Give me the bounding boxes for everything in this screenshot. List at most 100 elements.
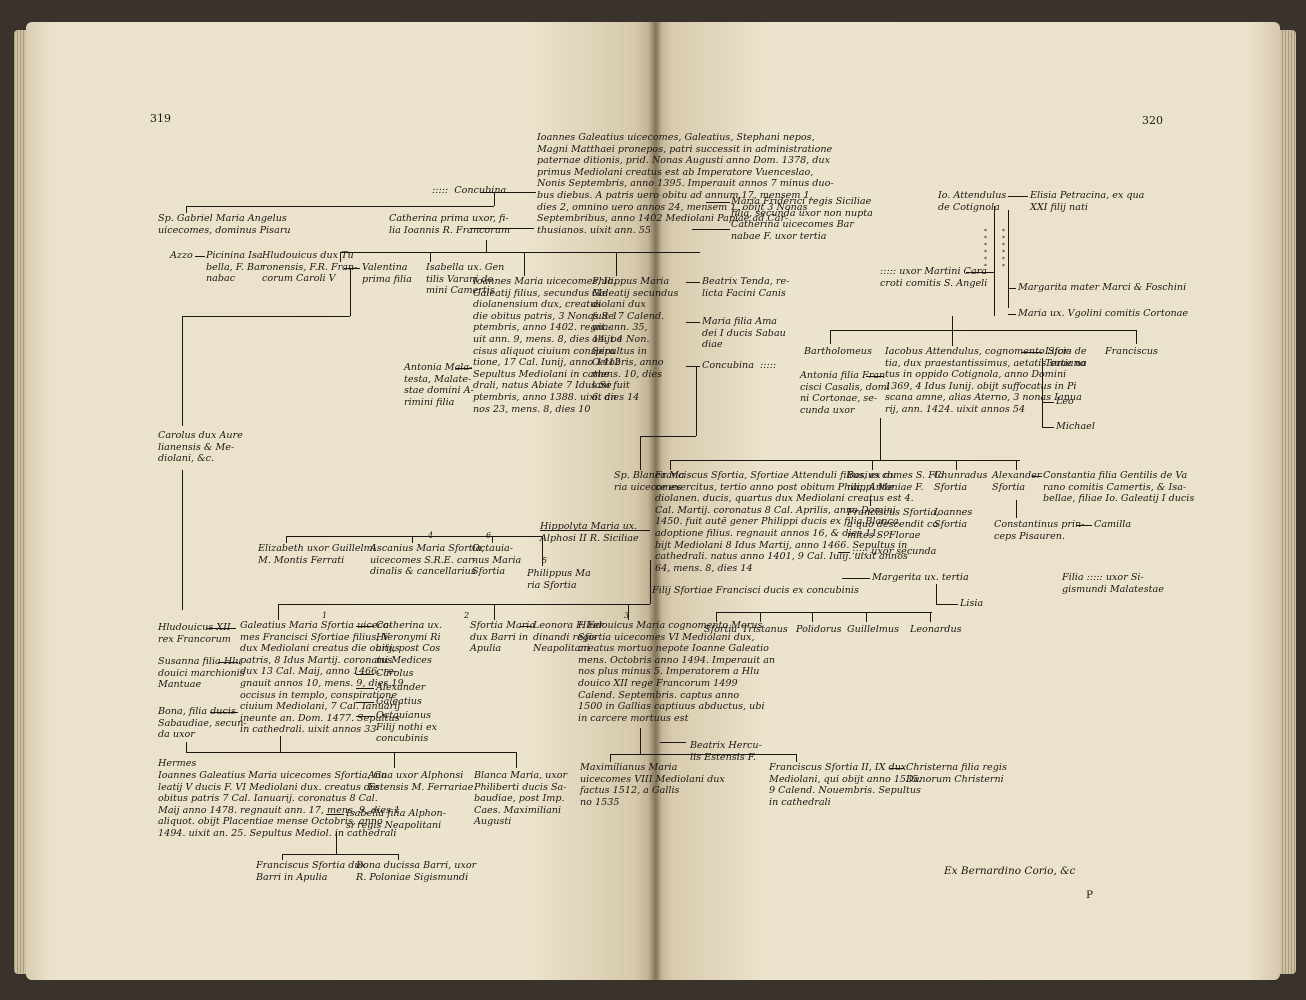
- line: [952, 316, 953, 346]
- line: [650, 560, 651, 604]
- line: [1008, 288, 1016, 289]
- entry-bartholomeus: Bartholomeus: [804, 346, 872, 357]
- line: [412, 536, 413, 543]
- line: [394, 752, 395, 768]
- entry-hludouicus-turonensis: Hludouicus dux Tu ronensis, F.R. Fran- c…: [262, 250, 358, 285]
- line: [880, 418, 881, 460]
- entry-anna: Anna uxor Alphonsi Estensis M. Ferrariae: [368, 770, 474, 793]
- entry-leo: Leo: [1056, 396, 1074, 407]
- line: [182, 316, 350, 317]
- line: [1042, 402, 1054, 403]
- line: [218, 662, 238, 663]
- page-number-left: 319: [150, 112, 171, 125]
- entry-azzo: Azzo: [170, 250, 193, 261]
- entry-gabriel: Sp. Gabriel Maria Angelus uicecomes, dom…: [158, 213, 291, 236]
- entry-constantinus: Constantinus prin- ceps Pisauren.: [994, 519, 1085, 542]
- entry-hippolyta: Hippolyta Maria ux. Alphosi II R. Sicili…: [540, 521, 639, 544]
- line: [1076, 525, 1092, 526]
- line: [398, 854, 399, 860]
- line: [186, 752, 516, 753]
- entry-bosius: Bosius comes S. Flo rac, Antoniae F.: [847, 470, 944, 493]
- line: [870, 496, 871, 506]
- line: [628, 604, 629, 620]
- line: [830, 330, 1136, 331]
- line: [356, 674, 374, 675]
- entry-octavianus-nothi: Octauianus Filij nothi ex concubinis: [376, 710, 438, 745]
- entry-beatrix-tenda: Beatrix Tenda, re- licta Facini Canis: [702, 276, 790, 299]
- line: [186, 206, 494, 207]
- line: [182, 470, 183, 610]
- entry-concubina-right: Concubina :::::: [702, 360, 777, 371]
- line: [660, 742, 686, 743]
- line: [186, 206, 187, 213]
- line: [182, 316, 183, 426]
- stars-left: * * * * * *: [984, 228, 987, 270]
- line: [336, 832, 337, 854]
- entry-filij-sfortiae: Filij Sfortiae Francisci ducis ex concub…: [652, 585, 859, 596]
- entry-constantia: Constantia filia Gentilis de Va rano com…: [1043, 470, 1195, 505]
- son-tristanus: Tristanus: [742, 624, 788, 635]
- entry-uxor-secunda: ::::: uxor secunda: [852, 546, 937, 557]
- line: [1042, 358, 1043, 428]
- entry-alexander: Alexander: [376, 682, 426, 693]
- source-note: Ex Bernardino Corio, &c: [944, 865, 1076, 877]
- line: [1008, 196, 1028, 197]
- entry-franciscus-r: Franciscus: [1105, 346, 1158, 357]
- line: [470, 228, 534, 229]
- line: [686, 366, 700, 367]
- line: [350, 268, 351, 316]
- line: [195, 256, 205, 257]
- line: [186, 742, 187, 752]
- entry-franciscus-sfortia-barri: Franciscus Sfortia dux Barri in Apulia: [256, 860, 366, 883]
- entry-filia-malatestae: Filia ::::: uxor Si- gismundi Malatestae: [1062, 572, 1164, 595]
- entry-philippus-sfortia: Philippus Ma ria Sfortia: [527, 568, 591, 591]
- line: [1032, 476, 1042, 477]
- entry-ioannes-galeatius-maria: Ioannes Galeatius Maria uicecomes Sforti…: [158, 770, 401, 839]
- line: [716, 612, 932, 613]
- entry-lisia: Lisia: [960, 598, 984, 609]
- line: [692, 229, 730, 230]
- entry-elizabeth: Elizabeth uxor Guillelmi M. Montis Ferra…: [258, 543, 376, 566]
- line: [520, 626, 532, 627]
- line: [994, 206, 995, 316]
- line: [356, 716, 374, 717]
- entry-bosius-desc: Franciscus Sfortia, a quo descendit co m…: [847, 507, 940, 542]
- line: [516, 752, 517, 768]
- entry-isabella-varani: Isabella ux. Gen tilis Varani do mini Ca…: [426, 262, 505, 297]
- gen-number-6: 6: [486, 531, 492, 540]
- entry-chunradus: Chunradus Sfortia: [934, 470, 988, 493]
- entry-galeatius: Galeatius: [376, 696, 422, 707]
- line: [278, 604, 279, 620]
- line: [344, 268, 360, 269]
- line: [286, 536, 542, 537]
- line: [1136, 330, 1137, 344]
- line: [716, 612, 717, 622]
- line: [610, 754, 796, 755]
- stars-right: * * * * * *: [1002, 228, 1005, 270]
- entry-carolus-aurelianensis: Carolus dux Aure lianensis & Me- diolani…: [158, 430, 243, 465]
- entry-antonia-malatesta: Antonia Mala- testa, Malate- stae domini…: [404, 362, 474, 408]
- page-edges-left: [14, 30, 28, 974]
- entry-michael: Michael: [1056, 421, 1095, 432]
- line: [686, 322, 700, 323]
- line: [1016, 460, 1017, 470]
- entry-blanca: Sp. Blanca Ma ria uicecomes: [614, 470, 685, 493]
- entry-beatrix-herculis: Beatrix Hercu- lis Estensis F.: [690, 740, 762, 763]
- line: [1016, 500, 1017, 518]
- entry-antonia-casalis: Antonia filia Fran cisci Casalis, domi n…: [800, 370, 890, 416]
- line: [206, 628, 236, 629]
- entry-isabella-alphonsi: Isabella filia Alphon- si regis Neapolit…: [346, 808, 446, 831]
- entry-susanna: Susanna filia Hlu douici marchionis Mant…: [158, 656, 245, 691]
- entry-uxor-martini: ::::: uxor Martini Cara croti comitis S.…: [880, 266, 988, 289]
- line: [356, 688, 374, 689]
- line: [640, 728, 641, 754]
- entry-hludouicus-xii: Hludouicus XII rex Francorum: [158, 622, 231, 645]
- entry-maria-sabaudiae: Maria filia Ama dei I ducis Sabau diae: [702, 316, 786, 351]
- entry-franciscus-sfortia: Franciscus Sfortia, Sfortiae Attenduli f…: [655, 470, 914, 574]
- line: [838, 552, 850, 553]
- entry-christerna: Christerna filia regis Danorum Christern…: [906, 762, 1007, 785]
- gen-number-1: 1: [322, 611, 328, 620]
- line: [866, 612, 867, 622]
- entry-margerita-tertia: Margerita ux. tertia: [872, 572, 969, 583]
- line: [210, 712, 238, 713]
